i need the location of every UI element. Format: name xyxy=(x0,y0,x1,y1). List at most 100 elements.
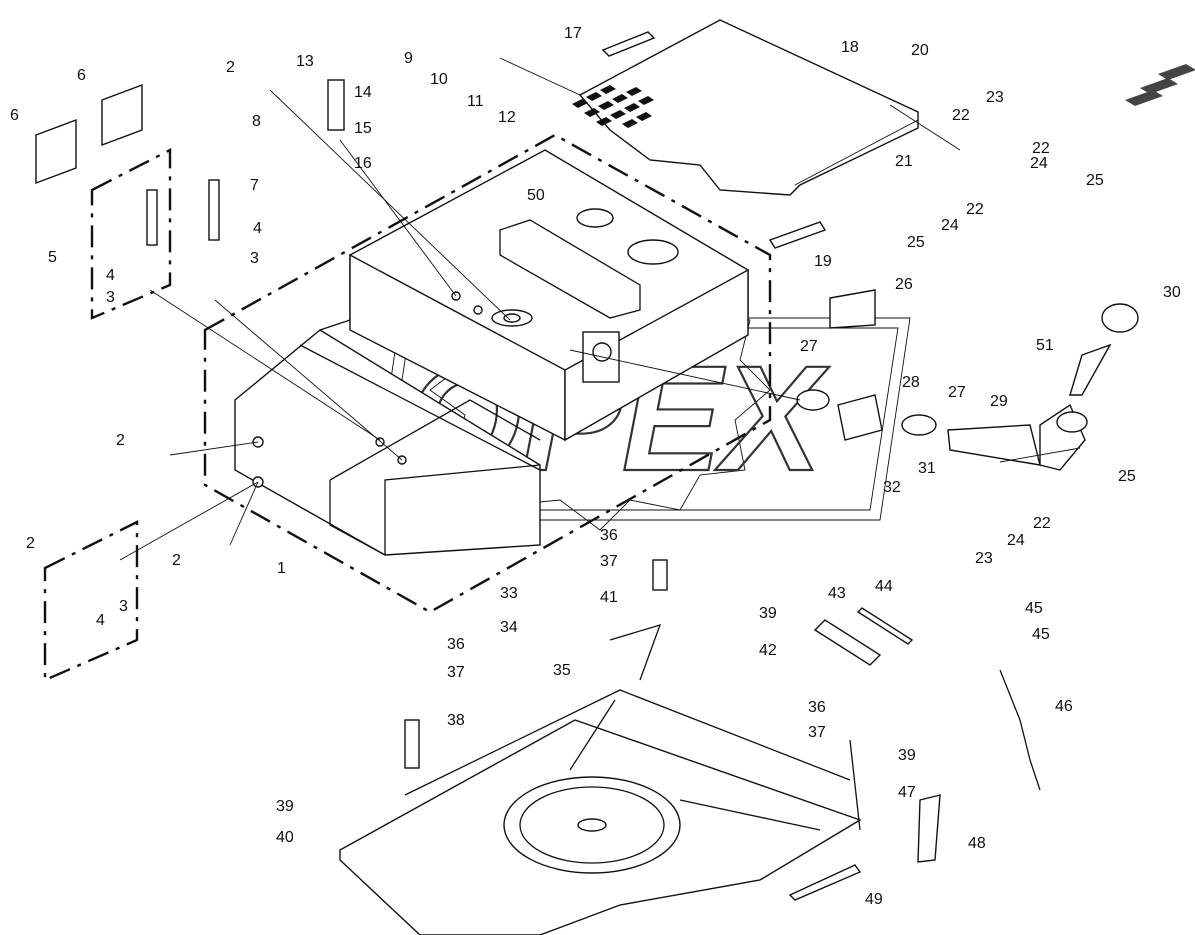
callout-33: 33 xyxy=(500,585,518,602)
callout-41: 41 xyxy=(600,589,618,606)
callout-27b: 27 xyxy=(948,384,966,401)
bar-43 xyxy=(813,619,882,666)
callout-49: 49 xyxy=(865,891,883,908)
callout-6b: 6 xyxy=(77,67,86,84)
callout-23a: 23 xyxy=(986,89,1004,106)
callout-27a: 27 xyxy=(800,338,818,355)
strip-49 xyxy=(788,864,862,901)
callout-11: 11 xyxy=(467,93,484,110)
label-6b xyxy=(101,83,143,147)
callout-51: 51 xyxy=(1036,337,1054,354)
bolt-5 xyxy=(146,189,158,246)
spacer-41 xyxy=(652,559,668,591)
filler-assembly xyxy=(796,303,1139,471)
grid-mesh xyxy=(572,85,654,128)
leader-lines xyxy=(119,57,1081,561)
callout-26: 26 xyxy=(895,276,913,293)
callout-2b: 2 xyxy=(116,432,125,449)
callout-38: 38 xyxy=(447,712,465,729)
callout-16: 16 xyxy=(354,155,372,172)
spacer-38 xyxy=(404,719,420,769)
spacer-15 xyxy=(327,79,345,131)
callout-13: 13 xyxy=(296,53,314,70)
decals-top-right xyxy=(1125,64,1195,106)
callout-47: 47 xyxy=(898,784,916,801)
callout-48: 48 xyxy=(968,835,986,852)
callout-2d: 2 xyxy=(26,535,35,552)
reflector-strip-17 xyxy=(601,31,656,57)
callout-45b: 45 xyxy=(1032,626,1050,643)
callout-22b: 22 xyxy=(1032,140,1050,157)
bolt-7 xyxy=(208,179,220,241)
callout-1: 1 xyxy=(277,560,286,577)
callout-22a: 22 xyxy=(952,107,970,124)
callout-7: 7 xyxy=(250,177,259,194)
callout-12: 12 xyxy=(498,109,516,126)
callout-2c: 2 xyxy=(172,552,181,569)
callout-39c: 39 xyxy=(898,747,916,764)
callout-6a: 6 xyxy=(10,107,19,124)
callout-2a: 2 xyxy=(226,59,235,76)
callout-8: 8 xyxy=(252,113,261,130)
callout-36c: 36 xyxy=(808,699,826,716)
support-frame xyxy=(339,624,862,935)
callout-24b: 24 xyxy=(941,217,959,234)
callout-30: 30 xyxy=(1163,284,1181,301)
callout-19: 19 xyxy=(814,253,832,270)
label-6a xyxy=(35,118,77,185)
callout-9: 9 xyxy=(404,50,413,67)
callout-labels: 1 2 2 2 2 3 3 3 4 4 4 5 6 6 7 8 9 10 11 … xyxy=(10,25,1181,908)
callout-10: 10 xyxy=(430,71,448,88)
detail-box-5 xyxy=(90,148,172,320)
detail-box-2 xyxy=(43,520,139,682)
callout-24c: 24 xyxy=(1007,532,1025,549)
callout-36b: 36 xyxy=(447,636,465,653)
bar-44 xyxy=(856,607,914,645)
callout-35: 35 xyxy=(553,662,571,679)
callout-23b: 23 xyxy=(975,550,993,567)
fuel-tank xyxy=(234,149,749,556)
callout-46: 46 xyxy=(1055,698,1073,715)
callout-31: 31 xyxy=(918,460,936,477)
callout-4c: 4 xyxy=(96,612,105,629)
callout-4b: 4 xyxy=(253,220,262,237)
callout-45a: 45 xyxy=(1025,600,1043,617)
callout-3c: 3 xyxy=(119,598,128,615)
callout-25c: 25 xyxy=(1118,468,1136,485)
callout-17: 17 xyxy=(564,25,582,42)
callout-37b: 37 xyxy=(447,664,465,681)
callout-39a: 39 xyxy=(759,605,777,622)
strip-19 xyxy=(768,221,827,249)
cover-plate xyxy=(578,19,919,196)
strip-48 xyxy=(917,794,941,863)
callout-25a: 25 xyxy=(1086,172,1104,189)
callout-36a: 36 xyxy=(600,527,618,544)
callout-22c: 22 xyxy=(966,201,984,218)
callout-28: 28 xyxy=(902,374,920,391)
callout-40: 40 xyxy=(276,829,294,846)
callout-14: 14 xyxy=(354,84,372,101)
callout-15: 15 xyxy=(354,120,372,137)
dipstick-46 xyxy=(999,669,1041,791)
callout-5: 5 xyxy=(48,249,57,266)
callout-22d: 22 xyxy=(1033,515,1051,532)
callout-37a: 37 xyxy=(600,553,618,570)
callout-3a: 3 xyxy=(106,289,115,306)
plate-26 xyxy=(829,289,876,329)
callout-3b: 3 xyxy=(250,250,259,267)
callout-34: 34 xyxy=(500,619,518,636)
callout-50: 50 xyxy=(527,187,545,204)
tank-assembly-outline xyxy=(203,133,772,614)
callout-32: 32 xyxy=(883,479,901,496)
callout-42: 42 xyxy=(759,642,777,659)
callout-44: 44 xyxy=(875,578,893,595)
callout-25b: 25 xyxy=(907,234,925,251)
callout-4a: 4 xyxy=(106,267,115,284)
callout-43: 43 xyxy=(828,585,846,602)
callout-37c: 37 xyxy=(808,724,826,741)
callout-20: 20 xyxy=(911,42,929,59)
callout-24a: 24 xyxy=(1030,155,1048,172)
callout-29: 29 xyxy=(990,393,1008,410)
